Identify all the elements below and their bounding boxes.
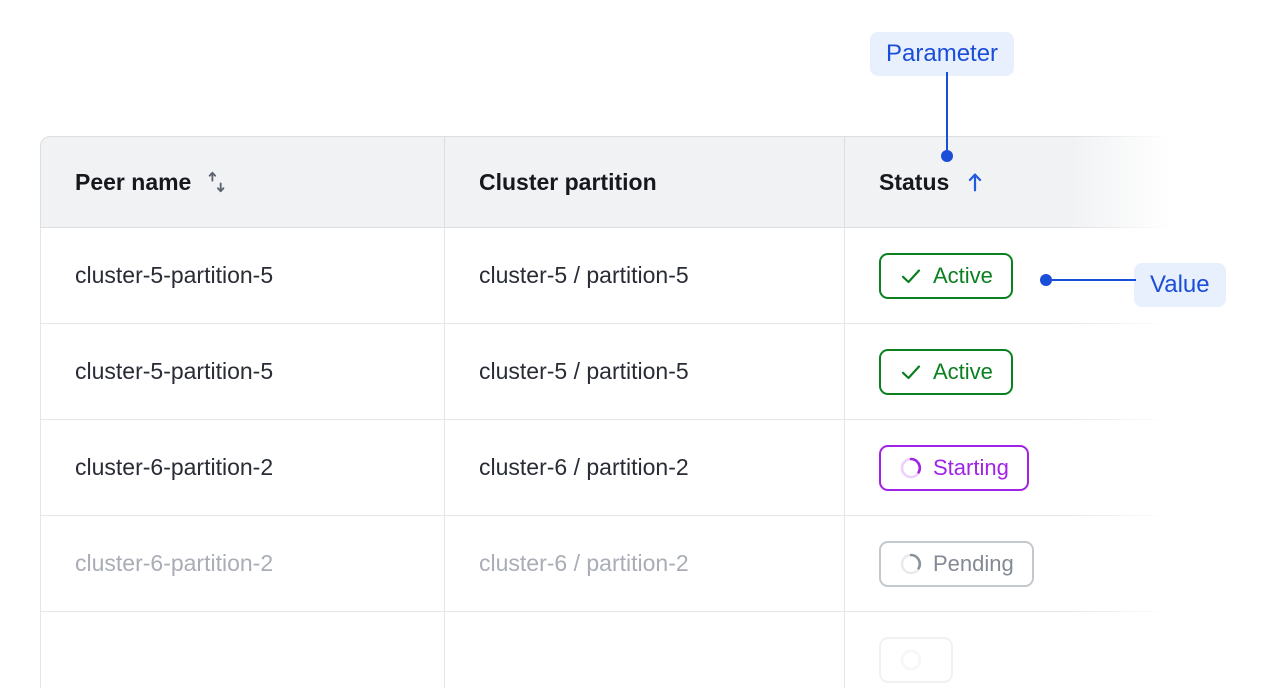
cell-peer-name: cluster-5-partition-5 (40, 324, 445, 420)
cell-status: Active (845, 324, 1230, 420)
status-badge (879, 636, 953, 683)
column-header-label: Peer name (75, 168, 192, 195)
cell-peer-name: cluster-6-partition-2 (40, 420, 445, 516)
column-header-cluster-partition[interactable]: Cluster partition (445, 136, 845, 228)
status-badge: Active (879, 252, 1013, 299)
cell-peer-name: cluster-6-partition-2 (40, 516, 445, 612)
table-row[interactable] (40, 612, 1230, 688)
cell-peer-name: cluster-5-partition-5 (40, 228, 445, 324)
table-header-row: Peer name Cluster partition (40, 136, 1230, 228)
status-badge: Active (879, 348, 1013, 395)
column-header-label: Status (879, 168, 950, 195)
peers-table: Peer name Cluster partition (40, 136, 1230, 688)
status-label: Active (933, 262, 993, 288)
table-row[interactable]: cluster-6-partition-2 cluster-6 / partit… (40, 420, 1230, 516)
status-badge: Pending (879, 540, 1034, 587)
column-header-label: Cluster partition (479, 168, 657, 195)
cell-peer-name (40, 612, 445, 688)
table-header: Peer name Cluster partition (40, 136, 1230, 228)
status-label: Pending (933, 550, 1014, 576)
spinner-icon (899, 456, 923, 480)
cell-status (845, 612, 1230, 688)
annotation-dot-parameter (941, 150, 953, 162)
cell-cluster-partition: cluster-6 / partition-2 (445, 516, 845, 612)
peers-table-container: Peer name Cluster partition (40, 136, 1230, 688)
spinner-icon (899, 552, 923, 576)
table-row[interactable]: cluster-5-partition-5 cluster-5 / partit… (40, 324, 1230, 420)
cell-status: Starting (845, 420, 1230, 516)
column-header-status[interactable]: Status (845, 136, 1230, 228)
check-icon (899, 360, 923, 384)
arrow-up-icon[interactable] (963, 170, 987, 194)
column-header-peer-name[interactable]: Peer name (40, 136, 445, 228)
table-row[interactable]: cluster-6-partition-2 cluster-6 / partit… (40, 516, 1230, 612)
status-label: Active (933, 358, 993, 384)
cell-cluster-partition (445, 612, 845, 688)
table-row[interactable]: cluster-5-partition-5 cluster-5 / partit… (40, 228, 1230, 324)
cell-cluster-partition: cluster-6 / partition-2 (445, 420, 845, 516)
cell-status: Pending (845, 516, 1230, 612)
check-icon (899, 264, 923, 288)
spinner-icon (899, 648, 923, 672)
table-body: cluster-5-partition-5 cluster-5 / partit… (40, 228, 1230, 688)
annotation-pill-value: Value (1134, 263, 1226, 307)
cell-cluster-partition: cluster-5 / partition-5 (445, 228, 845, 324)
annotation-connector-parameter (946, 72, 948, 156)
status-label: Starting (933, 454, 1009, 480)
status-badge: Starting (879, 444, 1029, 491)
annotation-connector-value (1046, 279, 1136, 281)
annotation-pill-parameter: Parameter (870, 32, 1015, 76)
annotation-dot-value (1040, 274, 1052, 286)
cell-cluster-partition: cluster-5 / partition-5 (445, 324, 845, 420)
sort-updown-icon[interactable] (205, 170, 229, 194)
